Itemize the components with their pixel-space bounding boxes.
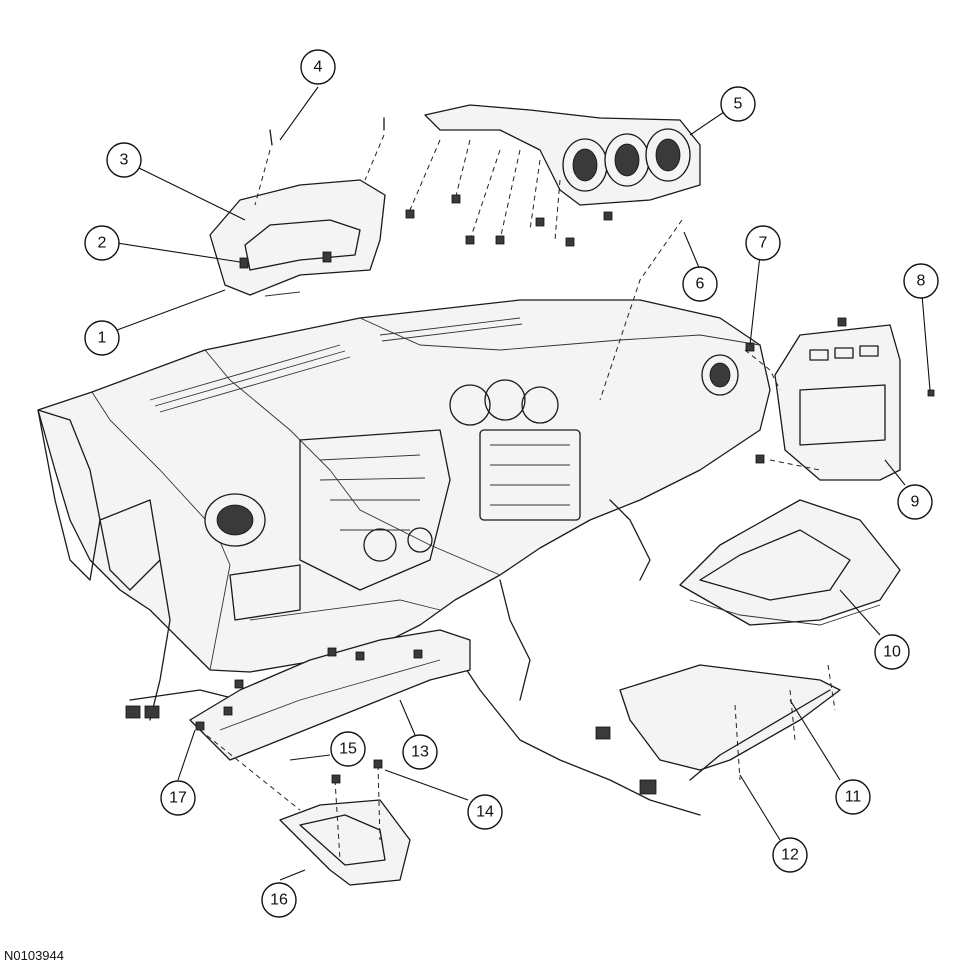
callout-13-label: 13: [411, 744, 429, 761]
callout-6: 6: [682, 266, 718, 302]
fastener-path: [599, 219, 683, 401]
callout-8-label: 8: [917, 273, 926, 290]
callout-9: 9: [897, 484, 933, 520]
callout-10-label: 10: [883, 644, 901, 661]
callout-3-label: 3: [120, 152, 129, 169]
callout-4-label: 4: [314, 59, 323, 76]
right-trim-panel: [744, 317, 935, 481]
callout-10: 10: [874, 634, 910, 670]
callout-14-label: 14: [476, 804, 494, 821]
lower-access-panel: [199, 729, 411, 886]
screws: [254, 117, 385, 206]
callout-7: 7: [745, 225, 781, 261]
callout-8: 8: [903, 263, 939, 299]
callout-7-label: 7: [759, 235, 768, 252]
lower-right-panel: [619, 664, 841, 781]
callout-11: 11: [835, 779, 871, 815]
callout-15-label: 15: [339, 741, 357, 758]
callout-5-label: 5: [734, 96, 743, 113]
lower-panel: [189, 629, 471, 761]
callout-16: 16: [261, 882, 297, 918]
figure-id: N0103944: [4, 948, 64, 963]
cluster-bezel: [209, 179, 386, 297]
leader-lines: [116, 86, 931, 881]
callout-15: 15: [330, 731, 366, 767]
callout-6-label: 6: [696, 276, 705, 293]
callout-3: 3: [106, 142, 142, 178]
callout-14: 14: [467, 794, 503, 830]
instrument-panel: [37, 299, 771, 816]
callout-13: 13: [402, 734, 438, 770]
callout-17: 17: [160, 780, 196, 816]
callout-1: 1: [84, 320, 120, 356]
center-register-panel: [405, 104, 701, 247]
callout-16-label: 16: [270, 892, 288, 909]
callout-2: 2: [84, 225, 120, 261]
callout-12: 12: [772, 837, 808, 873]
callout-12-label: 12: [781, 847, 799, 864]
callout-5: 5: [720, 86, 756, 122]
callout-9-label: 9: [911, 494, 920, 511]
glove-box: [679, 499, 901, 626]
callout-1-label: 1: [98, 330, 107, 347]
callout-4: 4: [300, 49, 336, 85]
callout-11-label: 11: [845, 789, 862, 806]
callout-17-label: 17: [169, 790, 187, 807]
callout-2-label: 2: [98, 235, 107, 252]
